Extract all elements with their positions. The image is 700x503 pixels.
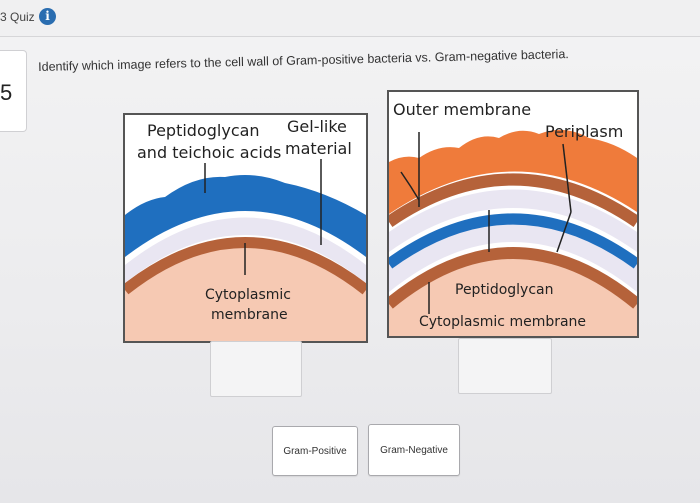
- label-material: material: [285, 139, 352, 158]
- gram-positive-diagram: Peptidoglycan and teichoic acids Gel-lik…: [123, 113, 368, 343]
- gram-positive-illustration: [125, 115, 366, 341]
- label-periplasm: Periplasm: [545, 122, 624, 141]
- gram-negative-diagram: Outer membrane Periplasm Peptidoglycan C…: [387, 90, 639, 338]
- top-bar: 3 Quiz i: [0, 0, 700, 37]
- info-icon[interactable]: i: [39, 8, 56, 25]
- label-peptidoglycan: Peptidoglycan: [147, 121, 260, 140]
- label-outer-membrane: Outer membrane: [393, 100, 532, 119]
- label-peptidoglycan-neg: Peptidoglycan: [455, 282, 554, 298]
- label-gel-like: Gel-like: [287, 117, 347, 136]
- drop-target-right[interactable]: [458, 338, 552, 394]
- gram-negative-illustration: [389, 92, 637, 336]
- answer-chip-gram-negative[interactable]: Gram-Negative: [368, 424, 460, 476]
- question-text: Identify which image refers to the cell …: [38, 47, 569, 74]
- label-cytoplasmic-membrane: Cytoplasmic membrane: [419, 314, 587, 330]
- label-membrane: membrane: [211, 307, 288, 323]
- answer-chip-gram-positive[interactable]: Gram-Positive: [272, 426, 358, 476]
- question-number: 5: [0, 80, 13, 105]
- quiz-label: 3 Quiz: [0, 10, 35, 24]
- drop-target-left[interactable]: [210, 341, 302, 397]
- label-teichoic-acids: and teichoic acids: [137, 143, 282, 162]
- label-cytoplasmic: Cytoplasmic: [205, 287, 291, 303]
- question-nav-tab[interactable]: [0, 50, 27, 132]
